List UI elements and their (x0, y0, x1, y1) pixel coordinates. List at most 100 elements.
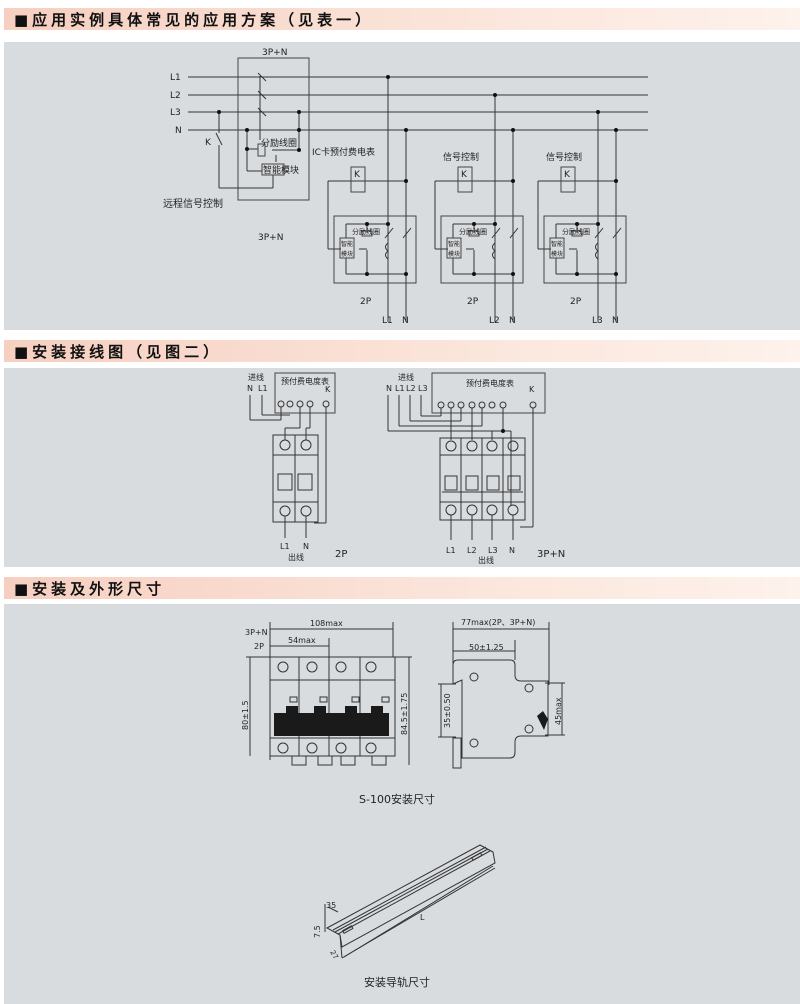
terminal-label: N (386, 384, 392, 393)
section-header-applications: ■应用实例具体常见的应用方案（见表一） (4, 8, 800, 30)
type-label: 2P (335, 549, 347, 560)
dim-inner: 50±1.25 (469, 643, 504, 652)
line-label-l2: L2 (170, 91, 181, 101)
section-header-dimensions: ■安装及外形尺寸 (4, 577, 800, 599)
main-type-label: 3P+N (258, 233, 283, 243)
incoming-label: 进线 (398, 372, 414, 382)
smart-module-label: 模块 (448, 250, 460, 258)
dim-label: 3P+N (245, 628, 268, 637)
shunt-coil-label: 分励线圈 (562, 227, 590, 236)
smart-module-label: 模块 (341, 250, 353, 258)
side-view-dimensions: 77max(2P、3P+N) 50±1.25 35±0.50 45max (438, 618, 565, 769)
rail-thickness-label: 27 (328, 949, 339, 961)
remote-wiring (215, 112, 300, 189)
handle-bar (274, 706, 389, 736)
smart-module-label: 智能模块 (263, 164, 299, 176)
neutral-label: N (402, 316, 409, 326)
bus-lines (188, 76, 648, 131)
switch-k-label: K (529, 385, 535, 394)
shunt-coil-label: 分励线圈 (459, 227, 487, 236)
group-title: 信号控制 (443, 151, 479, 163)
terminal-label: L1 (395, 384, 405, 393)
wiring-diagram-3pn: 进线 N L1 L2 L3 预付费电度表 K L1 L2 L3 N (386, 372, 565, 565)
neutral-label: N (612, 316, 619, 326)
incoming-label: 进线 (248, 372, 264, 382)
line-label-l1: L1 (170, 73, 181, 83)
terminal-label: L2 (467, 546, 477, 555)
outgoing-label: 出线 (288, 552, 304, 562)
section-title: ■安装及外形尺寸 (14, 580, 166, 598)
remote-control-label: 远程信号控制 (163, 197, 223, 210)
breaker-type-label: 2P (570, 297, 582, 307)
terminal-label: N (509, 546, 515, 555)
smart-module-label: 智能 (341, 240, 353, 248)
rail-height-label: 7.5 (313, 925, 322, 938)
wiring-diagram-2p: 进线 N L1 预付费电度表 K L1 N 出线 2P (247, 372, 347, 562)
phase-label: L2 (489, 316, 500, 326)
dim-rail: 35±0.50 (443, 693, 452, 728)
section-title: ■应用实例具体常见的应用方案（见表一） (14, 11, 375, 29)
type-label: 3P+N (537, 549, 565, 560)
rail-width-label: 35 (326, 901, 336, 910)
breaker-type-label: 2P (360, 297, 372, 307)
section-header-wiring: ■安装接线图（见图二） (4, 340, 800, 362)
smart-module-label: 模块 (551, 250, 563, 258)
shunt-coil-label: 分励线圈 (261, 137, 297, 149)
breaker-group-1: IC卡预付费电表 K 分励线圈 智能 模块 2P L1 N (312, 75, 417, 326)
dim-height: 45max (554, 697, 563, 725)
main-breaker-contacts (257, 72, 267, 140)
shunt-coil-symbol (257, 143, 266, 157)
meter-box (274, 372, 336, 414)
shunt-coil-label: 分励线圈 (352, 227, 380, 236)
switch-k-label: K (325, 385, 331, 394)
main-breaker-box (237, 57, 310, 201)
front-view-dimensions: 3P+N 2P 108max 54max 80±1.5 84.5±1.75 (241, 619, 412, 766)
group-title: IC卡预付费电表 (312, 146, 375, 158)
neutral-label: N (509, 316, 516, 326)
terminal-label: L2 (406, 384, 416, 393)
outgoing-label: 出线 (478, 555, 494, 565)
dim-label: 2P (254, 642, 264, 651)
smart-module-label: 智能 (448, 240, 460, 248)
application-diagram: L1 L2 L3 N 3P+N K 分励线圈 智能模块 远程信号控制 3P+N (163, 48, 648, 326)
switch-k-label: K (461, 170, 468, 180)
breaker-group-2: 信号控制 K 分励线圈 智能 模块 2P L2 N (434, 93, 524, 326)
switch-k-label: K (205, 138, 212, 148)
meter-box (431, 372, 546, 414)
phase-label: L1 (382, 316, 393, 326)
breaker-group-3: 信号控制 K 分励线圈 智能 模块 2P L3 N (537, 110, 627, 326)
rail-dimension-caption: 安装导轨尺寸 (364, 975, 430, 989)
terminal-label: L1 (280, 542, 290, 551)
dim-height: 80±1.5 (241, 700, 250, 730)
meter-label: 预付费电度表 (281, 376, 329, 386)
dim-width-4p: 108max (310, 619, 343, 628)
dim-width-2p: 54max (288, 636, 316, 645)
dimension-panel (4, 604, 800, 1004)
main-breaker-label: 3P+N (262, 48, 287, 58)
switch-k-label: K (564, 170, 571, 180)
line-label-l3: L3 (170, 108, 181, 118)
group-title: 信号控制 (546, 151, 582, 163)
terminal-label: N (247, 384, 253, 393)
breaker-type-label: 2P (467, 297, 479, 307)
breaker-dimension-caption: S-100安装尺寸 (359, 792, 435, 806)
application-diagram-panel (4, 42, 800, 330)
terminal-label: L1 (258, 384, 268, 393)
line-label-n: N (175, 126, 182, 136)
phase-label: L3 (592, 316, 603, 326)
wiring-diagram-panel (4, 368, 800, 567)
terminal-label: L3 (488, 546, 498, 555)
dim-depth: 77max(2P、3P+N) (461, 618, 535, 627)
handle-icon (537, 711, 548, 730)
dim-height-total: 84.5±1.75 (400, 693, 409, 735)
rail-length-label: L (420, 913, 425, 922)
smart-module-box (261, 163, 285, 176)
terminal-label: L3 (418, 384, 428, 393)
switch-k-label: K (354, 170, 361, 180)
din-rail-drawing: 35 7.5 27 L (313, 844, 496, 961)
terminal-label: L1 (446, 546, 456, 555)
section-title: ■安装接线图（见图二） (14, 343, 223, 361)
terminal-label: N (303, 542, 309, 551)
meter-label: 预付费电度表 (466, 378, 514, 388)
